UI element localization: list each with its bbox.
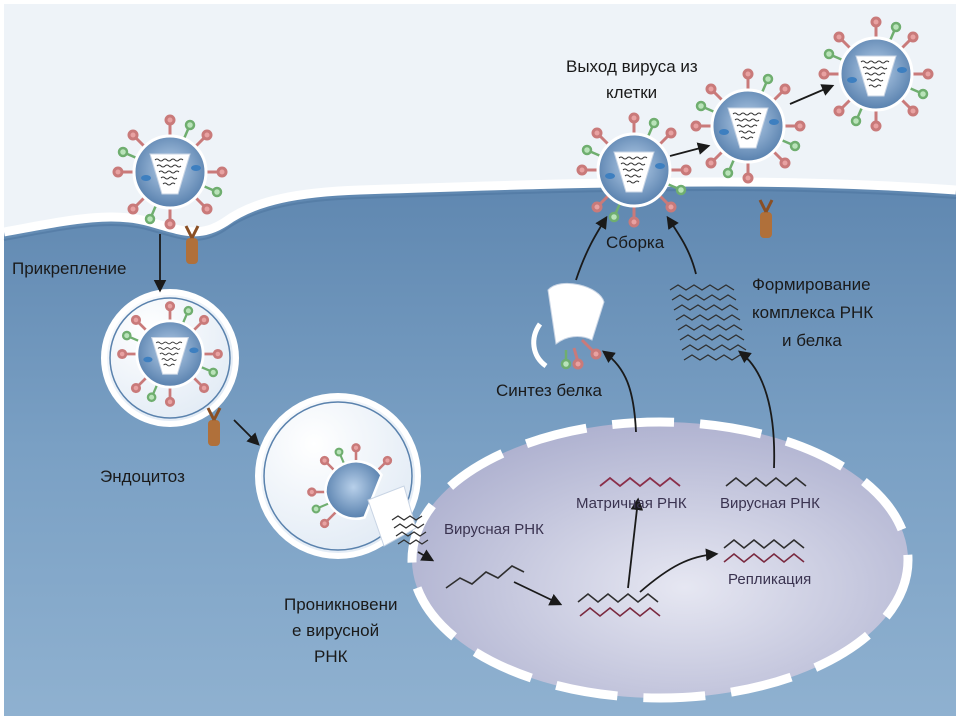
- nucleus-viral-rna-strand: [725, 476, 807, 488]
- label-exit-line-2: клетки: [606, 83, 657, 102]
- assembling-virus: [576, 112, 692, 228]
- viral-rna-strand: [445, 565, 525, 589]
- uncoating-vesicle: [255, 393, 421, 559]
- label-protein-synthesis: Синтез белка: [496, 381, 603, 400]
- arrow-ribosome-to-assembly: [575, 215, 608, 281]
- arrow-mrna-to-ribosome: [601, 350, 637, 433]
- ribosome: [531, 282, 605, 370]
- replication-strands: [723, 538, 805, 564]
- label-penetration: Проникновени е вирусной РНК: [284, 595, 397, 666]
- label-viral-rna-nucleus: Вирусная РНК: [720, 495, 820, 512]
- arrow-replication-to-mrna: [627, 497, 644, 589]
- label-penetration-line-1: Проникновени: [284, 595, 397, 614]
- endocytosis-vesicle: [101, 289, 239, 446]
- receptor-2: [758, 199, 774, 238]
- label-penetration-line-3: РНК: [314, 647, 348, 666]
- label-viral-rna-entry: Вирусная РНК: [444, 521, 544, 538]
- label-assembly: Сборка: [606, 233, 665, 252]
- label-complex-line-2: комплекса РНК: [752, 303, 873, 322]
- label-exit-line-1: Выход вируса из: [566, 57, 698, 76]
- arrow-rna-to-replication: [513, 581, 563, 606]
- arrow-complex-to-assembly: [666, 215, 697, 275]
- arrow-endocytosis-to-uncoating: [233, 419, 260, 446]
- label-exit: Выход вируса из клетки: [566, 57, 698, 102]
- rna-protein-complex: [669, 284, 749, 361]
- attaching-virus: [112, 114, 228, 230]
- label-attachment: Прикрепление: [12, 259, 126, 278]
- entering-rna: [391, 515, 429, 545]
- arrow-viral-rna-to-complex: [737, 350, 776, 469]
- label-endocytosis: Эндоцитоз: [100, 467, 185, 486]
- label-complex-line-3: и белка: [782, 331, 842, 350]
- receptor-1: [184, 225, 200, 264]
- label-mrna: Матричная РНК: [576, 495, 687, 512]
- arrows: [153, 84, 835, 606]
- arrow-assembly-to-exit-1: [669, 142, 711, 157]
- label-replication: Репликация: [728, 571, 811, 588]
- label-penetration-line-2: е вирусной: [292, 621, 379, 640]
- cell-membrane: [3, 177, 957, 237]
- arrow-exit-1-to-exit-2: [789, 84, 835, 105]
- exiting-virus-2: [818, 16, 934, 132]
- mrna-strand: [599, 476, 681, 488]
- nucleus: [407, 417, 913, 703]
- label-complex: Формирование комплекса РНК и белка: [752, 275, 873, 350]
- arrow-replication-to-viral-rna: [639, 548, 719, 593]
- label-complex-line-1: Формирование: [752, 275, 871, 294]
- arrow-rna-to-nucleus: [417, 549, 435, 562]
- exiting-virus-1: [690, 68, 806, 184]
- replicating-rna: [577, 592, 661, 618]
